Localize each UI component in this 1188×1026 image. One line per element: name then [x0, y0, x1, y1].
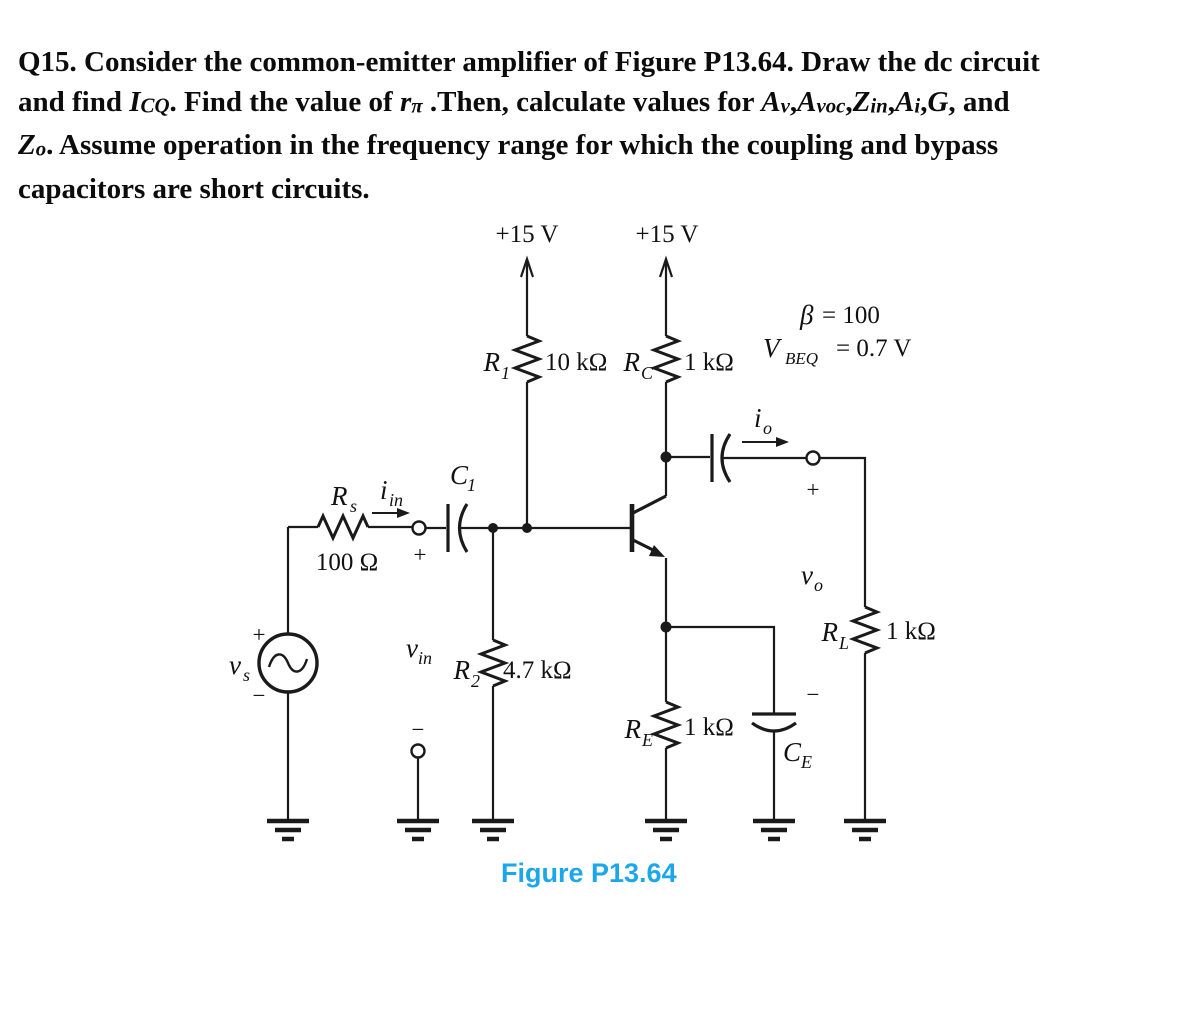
vs-plus-sign: + — [253, 622, 266, 647]
ground-ce — [753, 818, 795, 842]
ground-vs — [267, 818, 309, 842]
node-dot-emitter — [660, 621, 672, 633]
transistor-emitter-arrowhead — [649, 545, 665, 557]
transistor-npn — [629, 494, 667, 557]
vcc1-arrowhead — [519, 255, 535, 278]
resistor-r2 — [476, 638, 510, 688]
resistor-rs — [316, 512, 370, 542]
capacitor-c1-curved-plate — [457, 503, 469, 553]
terminals — [410, 450, 821, 759]
r2-sub: 2 — [471, 671, 480, 691]
vbeq-name: V — [763, 333, 783, 363]
question-text: Q15. Consider the common-emitter amplifi… — [18, 42, 1174, 209]
vo-plus-sign: + — [807, 477, 820, 502]
vo-minus-sign: − — [807, 682, 820, 707]
grounds — [267, 818, 886, 842]
c1-name: C — [450, 460, 469, 490]
vcc-right-label: +15 V — [636, 221, 699, 248]
vin-minus-sign: − — [412, 717, 425, 742]
resistor-re — [649, 700, 683, 750]
rs-value: 100 Ω — [316, 549, 378, 576]
resistor-rl — [848, 605, 882, 655]
ground-vin-terminal — [397, 818, 439, 842]
rc-sub: C — [641, 363, 654, 383]
iin-sub: in — [389, 490, 403, 510]
iin-arrowhead — [397, 508, 410, 518]
source-vs — [257, 632, 319, 694]
vbeq-value: = 0.7 V — [836, 335, 911, 362]
question-line-1: Q15. Consider the common-emitter amplifi… — [18, 46, 1040, 78]
re-sub: E — [641, 730, 653, 750]
vin-sub: in — [418, 648, 432, 668]
resistor-rc — [649, 334, 683, 384]
terminal-vin-minus — [410, 743, 426, 759]
r1-value: 10 kΩ — [545, 349, 607, 376]
r2-name: R — [453, 655, 471, 685]
wire-emitter-to-ce — [666, 625, 776, 713]
sine-wave-icon — [267, 653, 309, 673]
resistors — [316, 334, 882, 750]
rc-value: 1 kΩ — [684, 349, 734, 376]
rs-sub: s — [350, 496, 357, 516]
terminal-input — [411, 520, 427, 536]
r1-name: R — [483, 347, 501, 377]
vin-plus-sign: + — [414, 542, 427, 567]
vcc-left-label: +15 V — [496, 221, 559, 248]
vo-name: v — [801, 560, 813, 590]
ground-rl — [844, 818, 886, 842]
node-dot-collector — [660, 451, 672, 463]
current-arrows — [372, 437, 789, 518]
vin-name: v — [406, 633, 418, 663]
node-dot-r2 — [488, 523, 498, 533]
ground-r2 — [472, 818, 514, 842]
ce-sub: E — [800, 752, 812, 772]
labels: +15 V +15 V β = 100 V BEQ = 0.7 V R 1 10… — [229, 221, 936, 772]
vs-minus-sign: − — [253, 683, 266, 708]
rc-name: R — [623, 347, 641, 377]
capacitor-ce-curved-plate — [751, 721, 797, 733]
rs-name: R — [330, 481, 348, 511]
r2-value: 4.7 kΩ — [503, 657, 572, 684]
vs-name: v — [229, 650, 241, 680]
vbeq-sub: BEQ — [785, 349, 818, 368]
rl-sub: L — [838, 633, 849, 653]
r1-sub: 1 — [501, 363, 510, 383]
io-arrowhead — [776, 437, 789, 447]
transistor-collector-lead — [632, 494, 667, 515]
node-dots — [488, 451, 672, 633]
vo-sub: o — [814, 575, 823, 595]
io-sub: o — [763, 418, 772, 438]
beta-symbol: β — [799, 300, 814, 330]
beta-value: = 100 — [822, 302, 880, 329]
resistor-r1 — [510, 334, 544, 384]
capacitors — [446, 433, 797, 733]
wires — [286, 255, 867, 820]
c1-sub: 1 — [467, 475, 476, 495]
rl-value: 1 kΩ — [886, 618, 936, 645]
vcc2-arrowhead — [658, 255, 674, 278]
question-line-4: capacitors are short circuits. — [18, 172, 370, 205]
ce-name: C — [783, 737, 802, 767]
question-line-2: and find ICQ. Find the value of rπ .Then… — [18, 86, 1010, 118]
wire-out-terminal-to-rl — [820, 456, 867, 607]
vs-circle — [257, 632, 319, 694]
node-dot-r1 — [522, 523, 532, 533]
terminal-output — [805, 450, 821, 466]
capacitor-out-curved-plate — [720, 433, 732, 483]
figure-caption: Figure P13.64 — [501, 858, 677, 888]
re-name: R — [624, 714, 642, 744]
question-line-3: Zo. Assume operation in the frequency ra… — [18, 129, 999, 162]
iin-name: i — [380, 475, 388, 505]
rl-name: R — [821, 617, 839, 647]
ground-re — [645, 818, 687, 842]
io-name: i — [754, 403, 762, 433]
transistor-emitter-lead — [632, 538, 654, 552]
vs-sub: s — [243, 665, 250, 685]
re-value: 1 kΩ — [684, 714, 734, 741]
